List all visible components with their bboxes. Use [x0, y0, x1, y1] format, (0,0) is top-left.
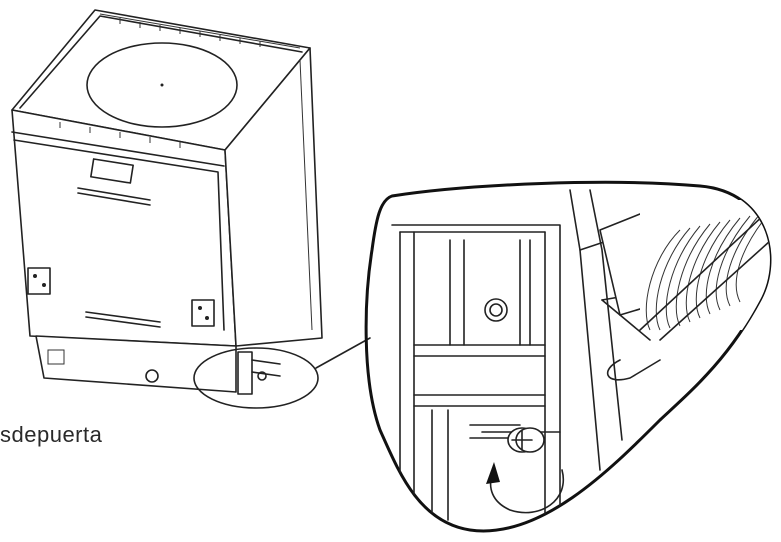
detail-highlight-circle — [193, 347, 319, 409]
hinge-spring — [606, 199, 770, 381]
door-handle — [90, 158, 134, 184]
rotation-arrow — [489, 469, 565, 514]
zoom-detail — [364, 180, 772, 533]
caption-text: sdepuerta — [0, 422, 103, 447]
dishwasher-illustration — [11, 9, 323, 409]
mounting-hole — [484, 298, 508, 322]
zoom-outline — [364, 180, 772, 533]
arrow-head — [486, 462, 500, 484]
top-circle-plate — [86, 42, 238, 128]
zoom-leader-line — [315, 337, 371, 369]
adjustment-screw — [481, 427, 561, 453]
